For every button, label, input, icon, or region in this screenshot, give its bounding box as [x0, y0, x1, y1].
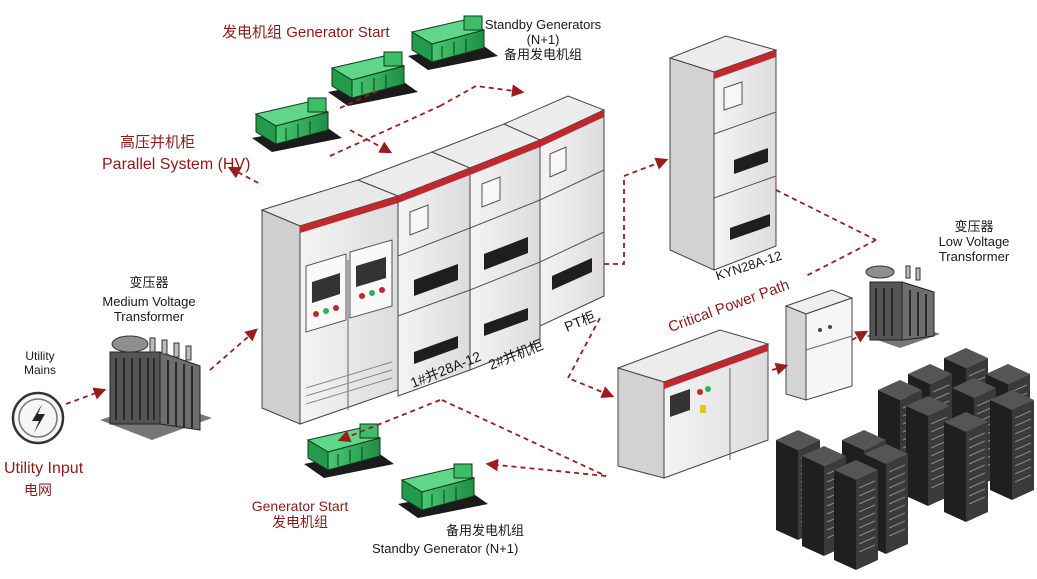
- lv-transformer-icon: [865, 265, 940, 348]
- utility-input-en: Utility Input: [4, 460, 84, 477]
- lv-transformer-label: 变压器 Low Voltage Transformer: [926, 219, 1022, 265]
- utility-mains-1: Utility: [25, 349, 55, 363]
- standby-top-label: Standby Generators (N+1) 备用发电机组: [480, 17, 606, 63]
- mv-transformer-label: 变压器 Medium Voltage Transformer: [88, 275, 210, 325]
- lv-en1: Low Voltage: [938, 233, 1010, 249]
- utility-mains-label: Utility Mains: [12, 349, 68, 378]
- gen-start-bottom-cn: 发电机组: [272, 514, 328, 531]
- standby-bottom-en: Standby Generator (N+1): [372, 541, 519, 556]
- gen-start-top-en: Generator Start: [286, 24, 390, 41]
- standby-top-en1: Standby Generators: [484, 17, 602, 32]
- mv-transformer-icon: [100, 335, 212, 440]
- generator-icon: [327, 51, 419, 107]
- lv-distribution-cabinet: [616, 329, 770, 479]
- generator-icon: [251, 97, 343, 153]
- parallel-switchgear-main: [260, 179, 400, 425]
- gen-start-bottom-en: Generator Start: [251, 498, 349, 514]
- lv-cn: 变压器: [954, 219, 994, 234]
- switchgear-cabinet-2: [430, 123, 542, 371]
- lightning-icon: [32, 404, 45, 433]
- generator-icon: [303, 423, 395, 479]
- gen-start-bottom-label: Generator Start 发电机组: [238, 498, 362, 530]
- switchgear-cabinet-pt: [502, 95, 606, 327]
- mv-cn: 变压器: [129, 275, 169, 290]
- small-cabinet: [784, 289, 854, 401]
- parallel-cn: 高压并机柜: [120, 134, 196, 151]
- mv-en2: Transformer: [113, 308, 185, 324]
- standby-top-en2: (N+1): [526, 31, 560, 47]
- utility-mains-2: Mains: [23, 362, 56, 377]
- lv-en2: Transformer: [938, 248, 1010, 264]
- generator-icon: [397, 463, 489, 519]
- kyn28a-cabinet: [668, 35, 778, 271]
- switchgear-cabinet-1: [356, 151, 472, 397]
- parallel-en: Parallel System (HV): [102, 156, 251, 173]
- utility-input-cn: 电网: [24, 482, 52, 498]
- gen-start-top-cn: 发电机组: [222, 24, 283, 41]
- connection-arrows: [65, 84, 877, 477]
- gen-start-top-label: 发电机组 Generator Start: [222, 24, 390, 41]
- standby-top-cn: 备用发电机组: [503, 46, 582, 62]
- standby-bottom-cn: 备用发电机组: [446, 523, 525, 538]
- utility-mains-icon: [11, 391, 65, 445]
- mv-en1: Medium Voltage: [102, 293, 196, 309]
